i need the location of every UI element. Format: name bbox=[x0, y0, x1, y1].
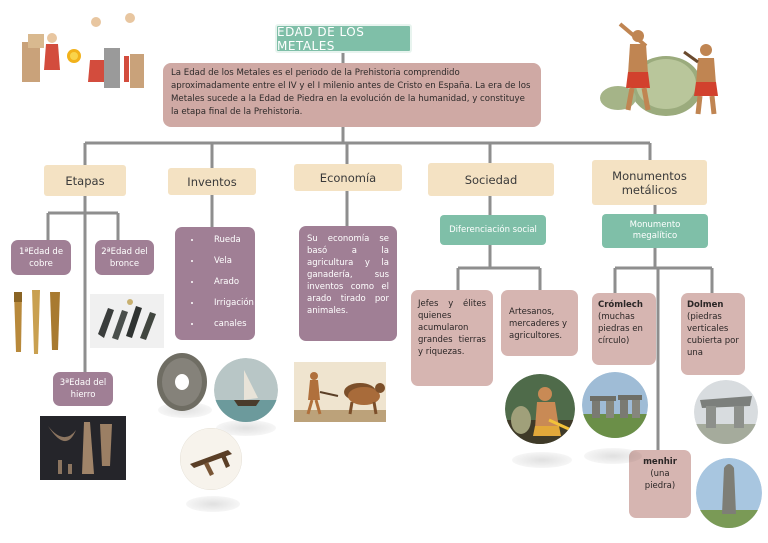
invento-item: Irrigación bbox=[202, 297, 255, 309]
economia-text: Su economía se basó a la agricultura y l… bbox=[299, 226, 397, 341]
sailboat-shadow bbox=[216, 420, 276, 436]
metalworkers-illustration bbox=[22, 13, 144, 88]
stonehenge-photo bbox=[582, 372, 648, 438]
invento-item: Vela bbox=[202, 255, 255, 267]
artisans-shadow bbox=[512, 452, 572, 468]
wheel-photo bbox=[157, 353, 207, 411]
dolmen-desc: (piedras verticales cubierta por una bbox=[687, 312, 739, 358]
inventos-list-box: Rueda Vela Arado Irrigación canales bbox=[175, 227, 255, 340]
category-sociedad: Sociedad bbox=[428, 163, 554, 196]
iron-tools-photo bbox=[40, 416, 126, 480]
copper-tools-photo bbox=[14, 290, 60, 354]
cromlech-desc: (muchas piedras en círculo) bbox=[598, 312, 643, 346]
invento-item: canales bbox=[202, 318, 255, 330]
oxen-plough-photo bbox=[294, 362, 386, 422]
intro-text: La Edad de los Metales es el periodo de … bbox=[163, 63, 541, 127]
category-etapas: Etapas bbox=[44, 165, 126, 196]
dolmen-photo bbox=[694, 380, 758, 444]
menhir-box: menhir (una piedra) bbox=[629, 450, 691, 518]
menhir-desc: (una piedra) bbox=[644, 469, 676, 491]
stonehenge-shadow bbox=[584, 448, 642, 464]
monumento-megalitico: Monumento megalítico bbox=[602, 214, 708, 248]
sociedad-jefes: Jefes y élites quienes acumularon grande… bbox=[411, 290, 493, 386]
category-inventos: Inventos bbox=[168, 168, 256, 195]
etapa-bronce: 2ªEdad del bronce bbox=[95, 240, 154, 275]
dolmen-box: Dolmen (piedras verticales cubierta por … bbox=[681, 293, 745, 375]
menhir-title: menhir bbox=[643, 457, 677, 467]
invento-item: Rueda bbox=[202, 234, 255, 246]
menhir-photo bbox=[696, 458, 762, 528]
inventos-list: Rueda Vela Arado Irrigación canales bbox=[175, 234, 255, 330]
diferenciacion-social: Diferenciación social bbox=[440, 215, 546, 245]
etapa-cobre: 1ªEdad de cobre bbox=[11, 240, 71, 275]
plough-shadow bbox=[186, 496, 240, 512]
sailboat-photo bbox=[214, 358, 278, 422]
etapa-hierro: 3ªEdad del hierro bbox=[53, 372, 113, 406]
bronze-tools-photo bbox=[90, 294, 164, 348]
stoneworkers-illustration bbox=[600, 22, 718, 116]
dolmen-title: Dolmen bbox=[687, 300, 724, 310]
sociedad-artesanos: Artesanos, mercaderes y agricultores. bbox=[501, 290, 578, 356]
cromlech-box: Crómlech (muchas piedras en círculo) bbox=[592, 293, 656, 365]
page-title: EDAD DE LOS METALES bbox=[275, 24, 412, 53]
invento-item: Arado bbox=[202, 276, 255, 288]
category-economia: Economía bbox=[294, 164, 402, 191]
cromlech-title: Crómlech bbox=[598, 300, 643, 310]
category-monumentos: Monumentos metálicos bbox=[592, 160, 707, 205]
plough-photo bbox=[180, 428, 242, 490]
artisans-photo bbox=[505, 374, 575, 444]
